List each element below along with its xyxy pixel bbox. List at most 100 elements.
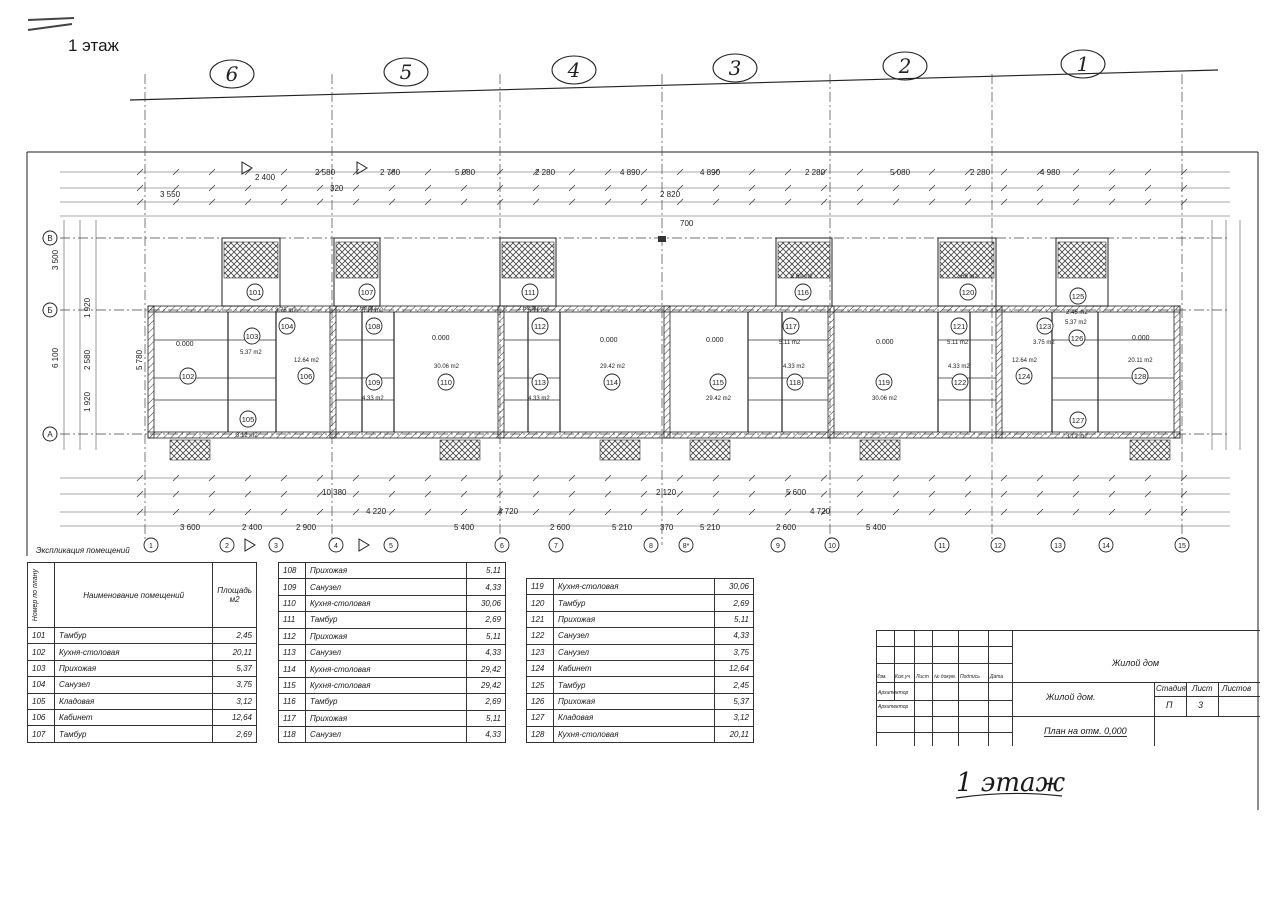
porch-hatch [939,241,995,279]
room-number: 105 [27,692,55,710]
room-area: 2,69 [714,594,754,612]
vestibule-outline [333,237,381,307]
dimension-tick [748,168,756,176]
room-number-label: 124 [1018,372,1031,381]
party-wall [827,305,835,439]
dimension-label-top: 4 980 [1040,168,1061,177]
axis-bottom-label: 6 [500,543,504,550]
axis-top-label: 4 [567,58,581,82]
room-number: 104 [27,676,55,694]
room-name: Кабинет [553,659,715,678]
party-wall [663,305,671,439]
room-number-label: 118 [789,378,801,387]
room-number: 103 [27,659,55,678]
room-number-label: 114 [606,378,618,387]
dimension-tick [532,184,540,192]
room-number: 115 [278,676,306,695]
dimension-tick [712,198,720,206]
dimension-tick [208,198,216,206]
room-number: 117 [278,709,306,727]
axis-left-label: В [47,234,52,243]
dimension-tick [388,198,396,206]
room-area: 2,69 [212,725,257,743]
dimension-tick [1036,168,1044,176]
dimension-tick [856,168,864,176]
room-tag [239,410,257,428]
room-area: 3,12 [714,709,754,727]
dimension-tick [712,184,720,192]
dimension-tick [532,490,540,498]
room-name: Прихожая [553,610,715,629]
dimension-tick [424,184,432,192]
room-name: Кухня-столовая [305,676,467,695]
dimension-tick [352,168,360,176]
dimension-label-top: 2 820 [660,190,681,199]
room-name: Санузел [553,643,715,661]
room-number-label: 128 [1134,372,1147,381]
room-number: 108 [278,561,306,580]
room-number-label: 126 [1071,334,1084,343]
room-number-label: 111 [524,288,535,297]
dimension-tick [352,508,360,516]
axis-bottom-label: 1 [149,543,153,550]
dimension-label-top: 5 080 [455,168,476,177]
level-mark: 0.000 [1132,335,1150,342]
dimension-tick [928,198,936,206]
dimension-tick [496,490,504,498]
dimension-tick [1108,474,1116,482]
room-number: 128 [526,725,554,743]
floor-label: 1 этаж [68,36,119,55]
stamp-sheets-header: Листов [1222,684,1252,693]
dimension-tick [208,508,216,516]
dimension-tick [568,184,576,192]
dimension-tick [316,474,324,482]
dimension-tick [1000,198,1008,206]
dimension-tick [892,508,900,516]
room-area: 4,33 [714,627,754,645]
dimension-label-left: 6 100 [51,347,60,368]
dimension-tick [1036,508,1044,516]
room-number-label: 122 [954,378,967,387]
dimension-tick [1180,508,1188,516]
dimension-tick [1000,474,1008,482]
dimension-tick [676,198,684,206]
dimension-tick [1000,168,1008,176]
room-area-label: 2.69 m2 [518,306,540,312]
room-area-label: 5.11 m2 [362,308,384,314]
room-tag [709,373,727,391]
axis-top-bubble [712,53,758,83]
dimension-tick [388,474,396,482]
dimension-tick [496,168,504,176]
dimension-label-bottom: 5 400 [454,523,475,532]
dimension-tick [136,490,144,498]
dimension-tick [1072,508,1080,516]
axis-bottom-bubble [328,537,344,553]
room-area-label: 5.37 m2 [1065,320,1087,326]
explication-table-1: Номер по плану Наименование помещений Пл… [27,562,257,743]
dimension-tick [244,508,252,516]
dimension-tick [856,474,864,482]
axis-bottom-label: 12 [994,543,1002,550]
title-block: Изм. Кол.уч Лист № докум. Подпись Дата А… [876,630,1260,746]
room-number: 119 [526,577,554,596]
dimension-tick [1108,198,1116,206]
dimension-tick [1180,474,1188,482]
dimension-tick [136,474,144,482]
dimension-label-bottom: 3 600 [180,523,201,532]
porch-hatch [1057,241,1107,279]
dimension-tick [1072,198,1080,206]
dimension-tick [532,198,540,206]
axis-bottom-label: 9 [776,543,780,550]
dimension-tick [856,184,864,192]
party-wall [995,305,1003,439]
dimension-tick [1000,490,1008,498]
dimension-label-left: 1 920 [83,297,92,318]
dimension-label-top: 2 280 [970,168,991,177]
dimension-label-bottom: 10 380 [322,488,347,497]
room-number: 114 [278,660,306,678]
room-tag [1069,411,1087,429]
